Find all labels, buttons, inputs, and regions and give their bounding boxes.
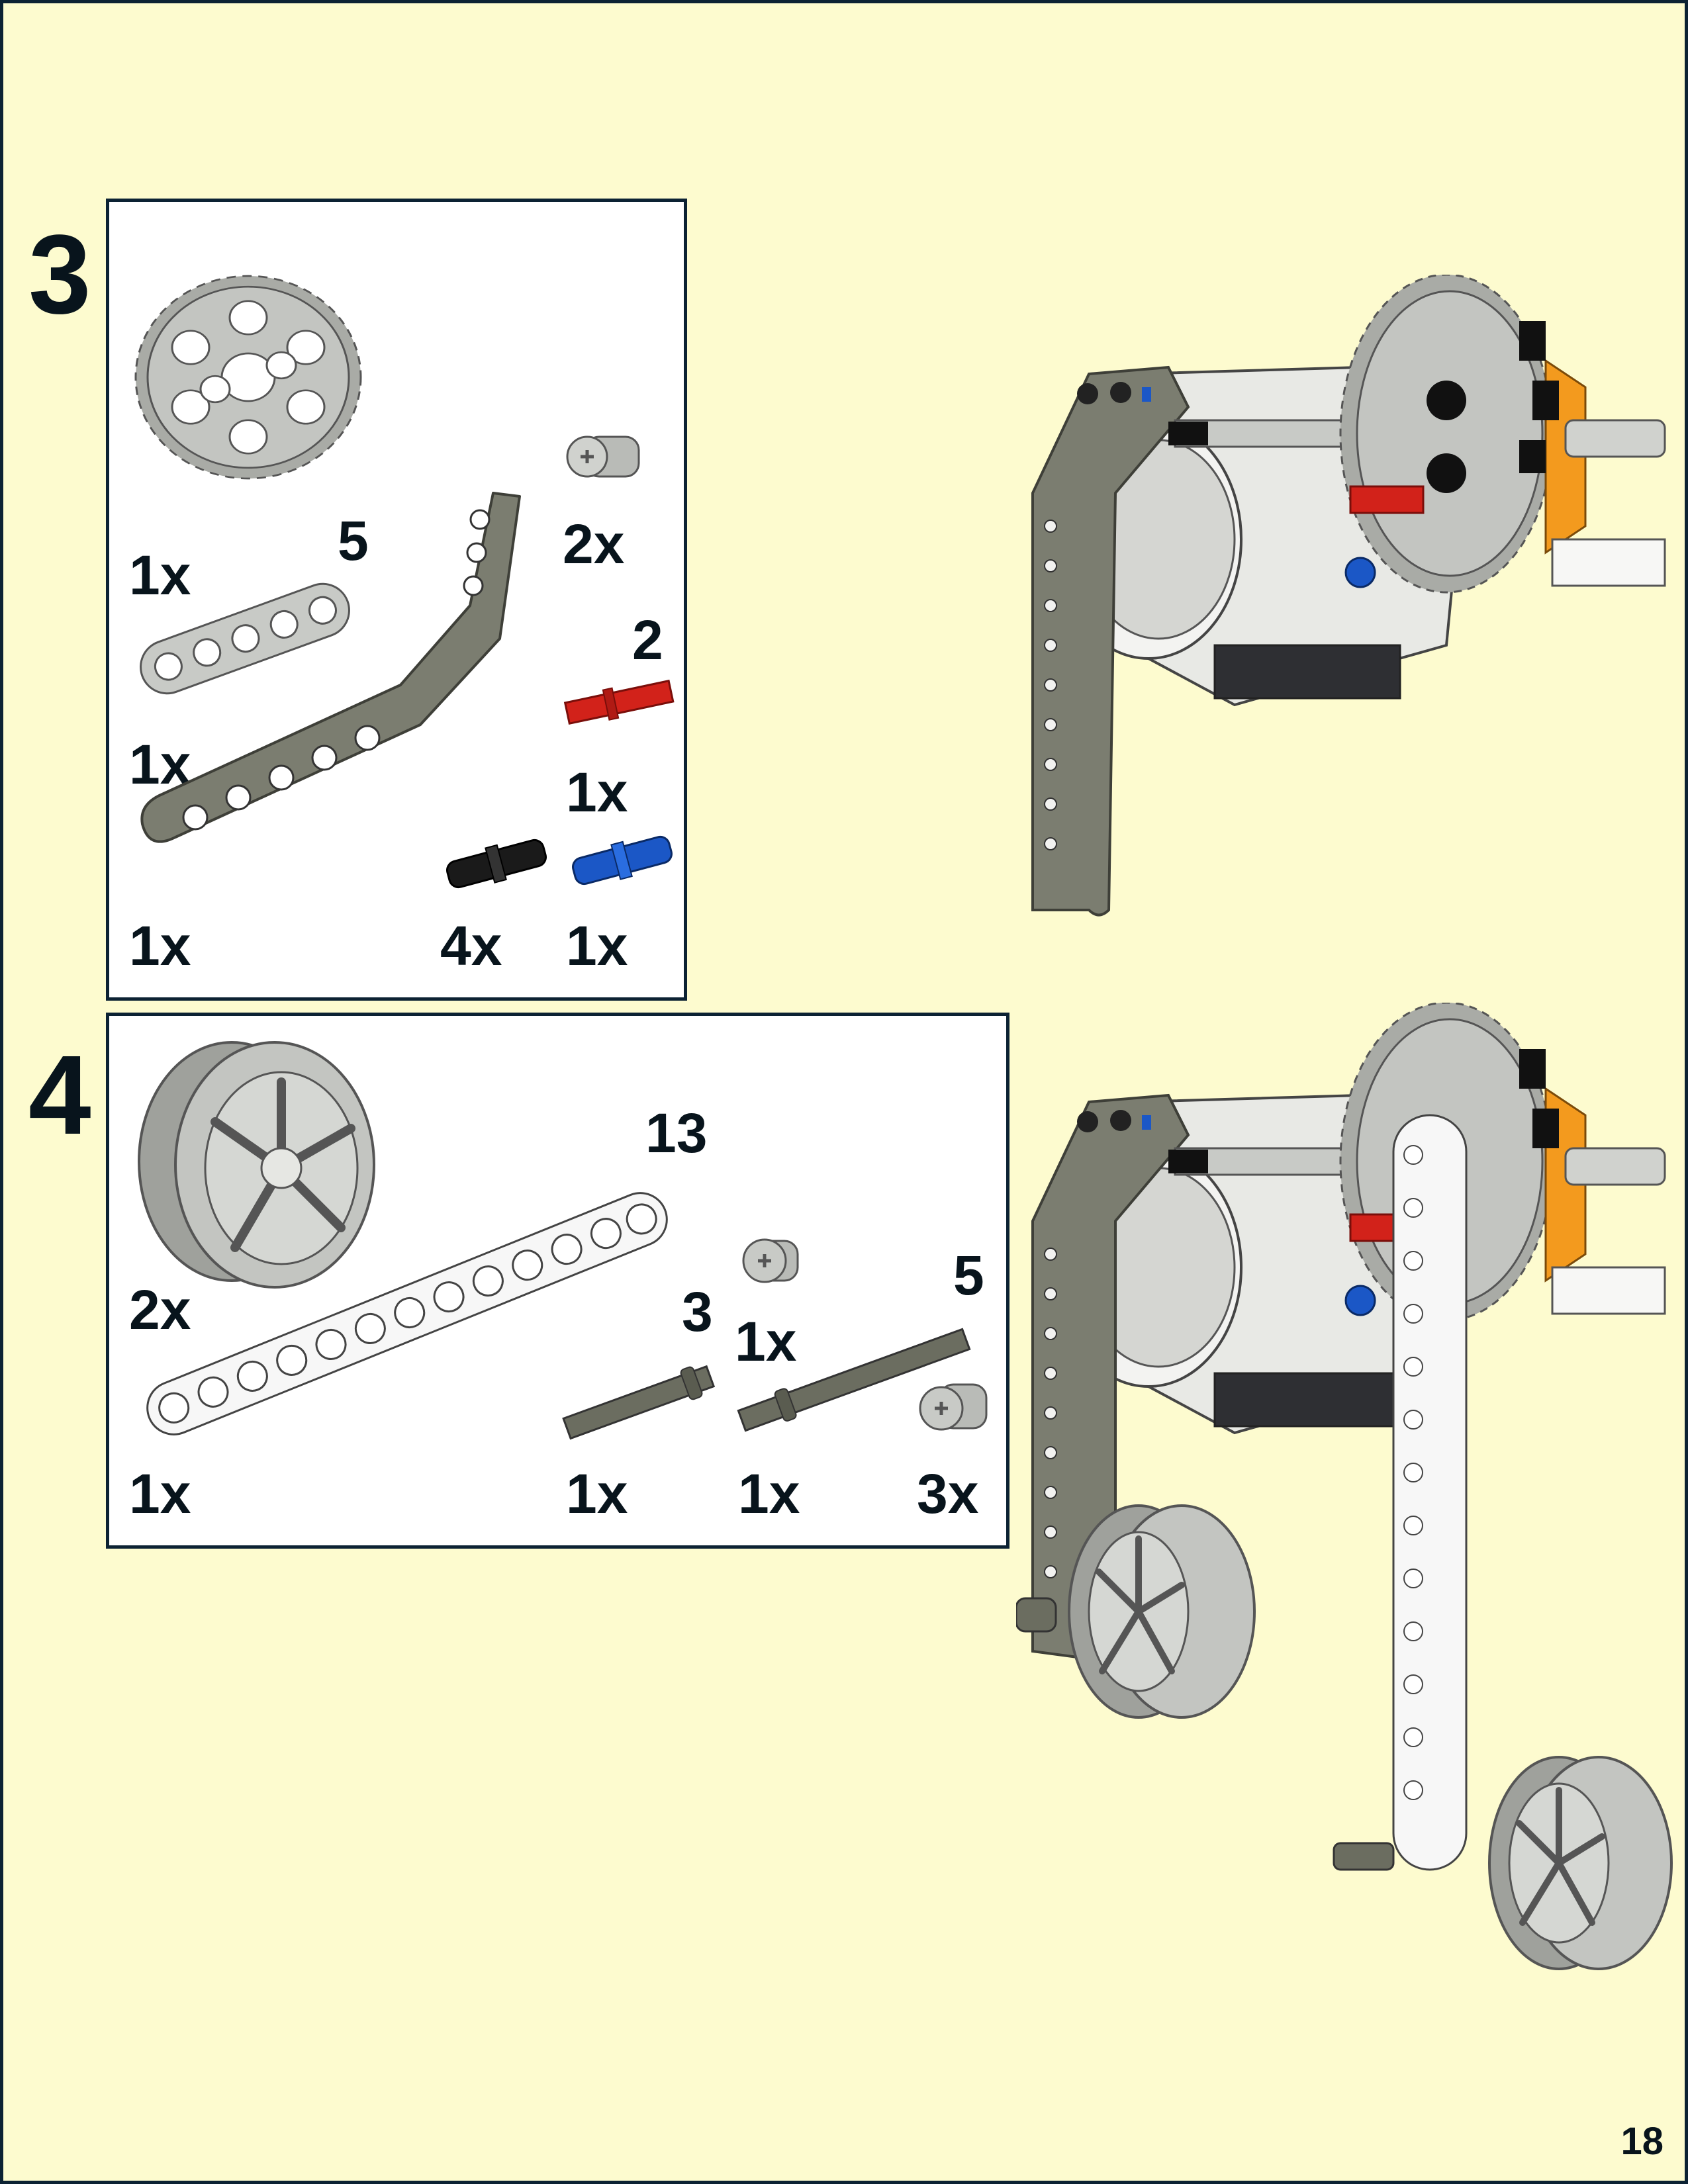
beam-13-part [146, 1192, 668, 1435]
beam-length: 13 [645, 1102, 708, 1164]
axle-3-length: 3 [682, 1281, 713, 1343]
assembly-step-3-illustration [1031, 275, 1666, 917]
beam-5-part [140, 582, 350, 695]
parts-callout: 2x 13 1x 1x 3 [106, 1013, 1009, 1549]
axle-length: 2 [632, 609, 663, 671]
axle-5-length: 5 [953, 1244, 984, 1306]
blue-pin-quantity: 1x [566, 915, 628, 977]
half-bush-part [919, 1383, 988, 1431]
blue-pin-part [572, 835, 673, 886]
bush-part [742, 1238, 799, 1283]
angle-beam-part [140, 492, 521, 843]
axle-quantity: 1x [566, 761, 628, 823]
black-pin-part [446, 839, 547, 889]
beam-quantity: 1x [129, 1463, 191, 1525]
beam-length: 5 [338, 510, 369, 572]
axle-5-quantity: 1x [738, 1463, 800, 1525]
bush-quantity: 2x [563, 513, 625, 575]
gear-quantity: 1x [129, 544, 191, 606]
step-number: 3 [28, 212, 91, 338]
step-number: 4 [28, 1032, 91, 1158]
assembly-step-4-illustration [1016, 1003, 1673, 1970]
axle-2-red-part [563, 679, 675, 725]
parts-callout: 1x 5 1x 1x [106, 199, 687, 1001]
half-bush-quantity: 3x [917, 1463, 979, 1525]
wheel-quantity: 2x [129, 1279, 191, 1341]
bush-part [566, 435, 640, 478]
axle-3-part [562, 1365, 716, 1440]
axle-5-part [737, 1328, 971, 1432]
angle-beam-quantity: 1x [129, 915, 191, 977]
wheel-part [138, 1041, 375, 1289]
axle-3-quantity: 1x [566, 1463, 628, 1525]
gear-40-tooth-part [134, 275, 362, 480]
beam-quantity: 1x [129, 733, 191, 796]
bush-quantity: 1x [735, 1310, 797, 1373]
black-pin-quantity: 4x [440, 915, 502, 977]
page-number: 18 [1620, 2120, 1664, 2163]
